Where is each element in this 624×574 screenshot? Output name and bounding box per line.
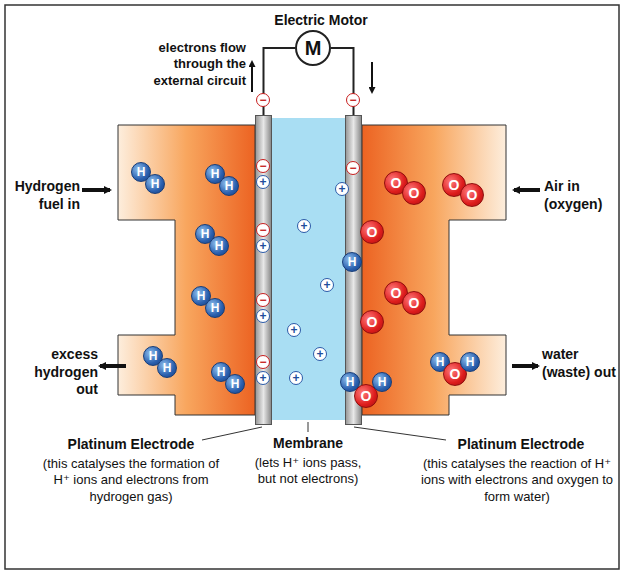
outlet-arrow [512,364,538,368]
oxygen-atom: O [360,220,384,244]
oxygen-atom: O [460,183,484,207]
inlet-label: Hydrogen fuel in [14,178,80,213]
frame [5,5,619,569]
oxygen-atom: O [402,181,426,205]
electron-symbol: − [346,93,360,107]
electron-symbol: − [256,293,270,307]
anode-chamber [118,125,255,415]
part-note: (this catalyses the reaction of H⁺ ions … [419,456,615,505]
motor-title: Electric Motor [256,12,386,30]
hydrogen-atom: H [342,252,362,272]
proton-symbol: + [297,219,311,233]
part-title: Platinum Electrode [451,436,591,454]
proton-symbol: + [320,278,334,292]
oxygen-atom: O [402,291,426,315]
inlet-arrow [82,188,110,192]
motor-symbol: M [305,37,322,60]
flow-note: electrons flow through the external circ… [136,40,246,89]
part-title: Platinum Electrode [61,436,201,454]
outlet-label: water (waste) out [542,346,616,381]
proton-symbol: + [256,309,270,323]
part-note: (lets H⁺ ions pass, but not electrons) [246,455,370,488]
hydrogen-atom: H [225,374,245,394]
outlet-arrow [100,364,126,368]
proton-symbol: + [256,175,270,189]
hydrogen-atom: H [460,352,480,372]
oxygen-atom: O [360,310,384,334]
outlet-label: excess hydrogen out [14,346,98,399]
electron-symbol: − [256,355,270,369]
electron-symbol: − [256,223,270,237]
electron-symbol: − [256,93,270,107]
inlet-label: Air in (oxygen) [544,178,616,213]
electron-arrow [371,62,373,92]
part-title: Membrane [250,435,366,453]
hydrogen-atom: H [209,236,229,256]
proton-symbol: + [335,182,349,196]
hydrogen-atom: H [145,174,165,194]
proton-symbol: + [287,323,301,337]
proton-symbol: + [289,371,303,385]
hydrogen-atom: H [157,358,177,378]
circuit-wire [264,48,296,115]
hydrogen-atom: H [205,298,225,318]
proton-symbol: + [313,347,327,361]
electron-symbol: − [256,159,270,173]
hydrogen-atom: H [372,372,392,392]
proton-symbol: + [256,371,270,385]
hydrogen-atom: H [219,176,239,196]
part-note: (this catalyses the formation of H⁺ ions… [39,456,223,505]
proton-symbol: + [256,239,270,253]
electron-arrow [251,62,253,92]
cathode-chamber [362,125,506,415]
membrane-band: Membrane(lets H⁺ ions pass, but not elec… [272,118,345,420]
electron-symbol: − [346,161,360,175]
inlet-arrow [514,188,540,192]
motor-circle: Electric MotorM [295,30,331,66]
